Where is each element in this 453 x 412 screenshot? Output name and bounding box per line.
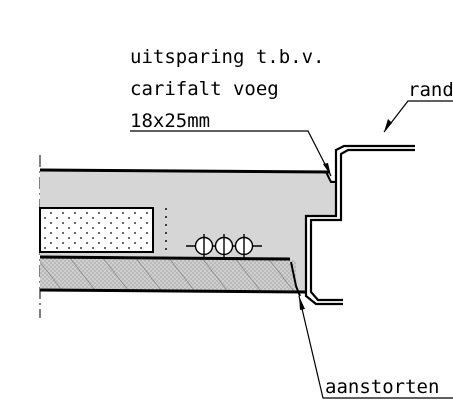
leader-edge-arrow <box>384 119 392 132</box>
screed-bottom-edge <box>39 288 306 294</box>
leader-pour-arrow <box>299 296 305 310</box>
heating-pipes <box>186 234 262 258</box>
leader-groove-arrow <box>323 163 331 176</box>
carifalt-groove <box>325 171 336 183</box>
leader-groove <box>130 130 332 177</box>
label-groove-line3: 18x25mm <box>130 110 210 132</box>
leader-edge <box>383 100 453 133</box>
screed-top-edge <box>39 255 291 261</box>
label-groove-line1: uitsparing t.b.v. <box>130 46 324 68</box>
label-pour: aanstorten <box>325 376 439 398</box>
label-groove-line2: carifalt voeg <box>130 78 279 100</box>
label-edge-profile: rand <box>408 79 453 101</box>
leader-pour <box>298 295 453 399</box>
slab-top-edge <box>39 168 331 174</box>
screed-hatch <box>40 257 297 292</box>
edge-profile <box>304 144 415 306</box>
insulation-dots <box>42 210 151 250</box>
pour-notch <box>290 261 301 297</box>
